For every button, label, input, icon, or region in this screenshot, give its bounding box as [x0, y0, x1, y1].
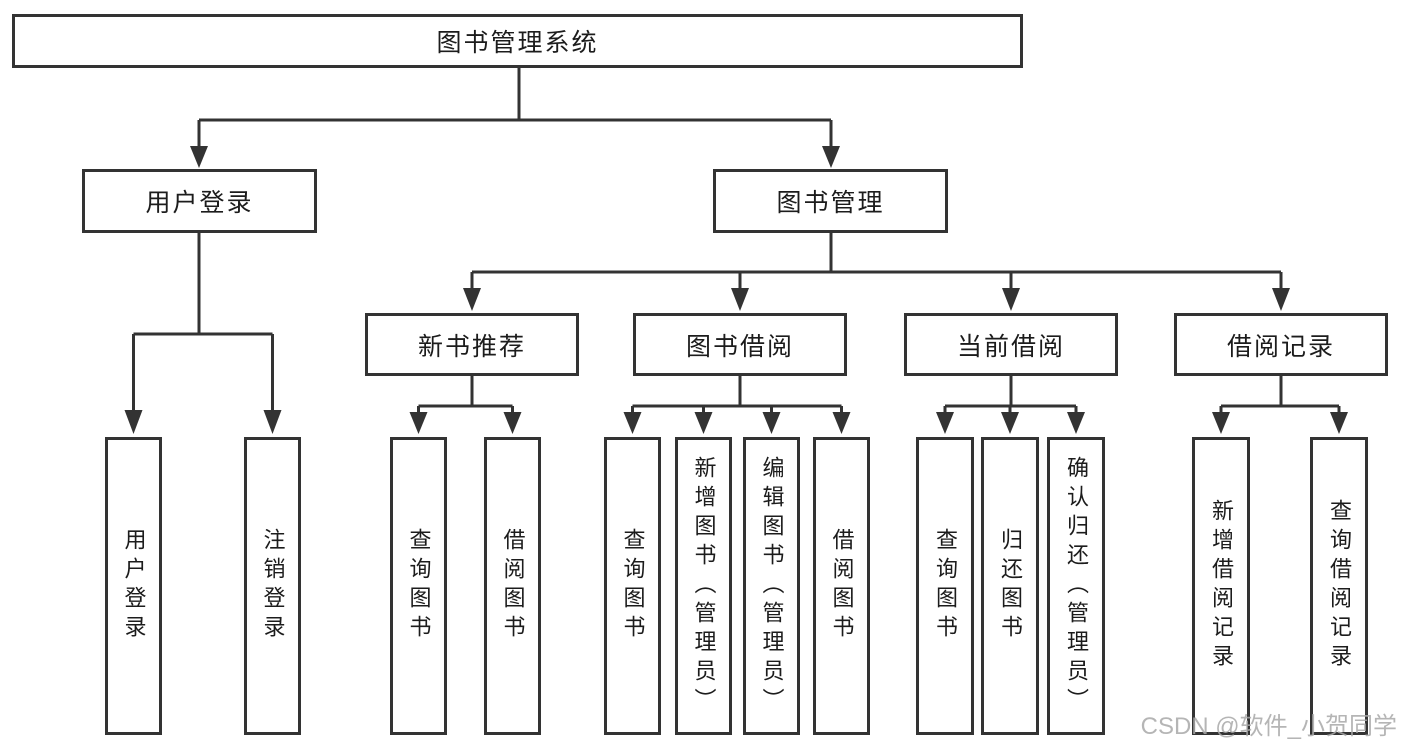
node-label: 查询图书	[620, 528, 646, 644]
leaf-add-borrow-record: 新增借阅记录	[1192, 437, 1250, 735]
node-label: 用户登录	[145, 189, 254, 217]
leaf-recommend-query-books: 查询图书	[390, 437, 447, 735]
connector-user-login-branch	[124, 233, 282, 434]
node-label: 新书推荐	[417, 332, 526, 361]
node-label: 查询借阅记录	[1327, 499, 1352, 673]
leaf-edit-books-admin: 编辑图书（管理员）	[743, 437, 800, 735]
node-borrow-records: 借阅记录	[1174, 313, 1388, 376]
leaf-confirm-return-admin: 确认归还（管理员）	[1047, 437, 1105, 735]
node-label: 当前借阅	[956, 332, 1065, 361]
node-library-management-system: 图书管理系统	[12, 14, 1023, 68]
node-label: 查询图书	[933, 528, 958, 644]
node-label: 图书管理系统	[436, 29, 599, 57]
node-label: 编辑图书（管理员）	[759, 455, 785, 717]
leaf-logout: 注销登录	[244, 437, 301, 735]
leaf-query-borrow-record: 查询借阅记录	[1310, 437, 1368, 735]
leaf-recommend-borrow-books: 借阅图书	[484, 437, 541, 735]
node-label: 借阅图书	[829, 528, 855, 644]
node-label: 归还图书	[998, 528, 1023, 644]
node-label: 新增图书（管理员）	[691, 455, 717, 717]
leaf-borrow-query-books: 查询图书	[604, 437, 661, 735]
node-user-login: 用户登录	[82, 169, 317, 233]
node-label: 图书管理	[776, 189, 885, 217]
node-label: 注销登录	[260, 528, 286, 644]
leaf-add-books-admin: 新增图书（管理员）	[675, 437, 732, 735]
node-book-borrow: 图书借阅	[633, 313, 847, 376]
node-label: 借阅记录	[1226, 332, 1335, 361]
node-label: 借阅图书	[500, 528, 526, 644]
connector-current-borrow-branch	[936, 376, 1085, 434]
node-label: 新增借阅记录	[1209, 499, 1234, 673]
node-current-borrow: 当前借阅	[904, 313, 1118, 376]
node-label: 用户登录	[121, 528, 147, 644]
connector-new-book-branch	[409, 376, 522, 434]
node-book-management: 图书管理	[713, 169, 948, 233]
node-label: 图书借阅	[685, 332, 794, 361]
leaf-return-books: 归还图书	[981, 437, 1039, 735]
leaf-borrow-books: 借阅图书	[813, 437, 870, 735]
node-label: 确认归还（管理员）	[1064, 455, 1089, 717]
connector-book-borrow-branch	[623, 376, 851, 434]
leaf-current-query-books: 查询图书	[916, 437, 974, 735]
node-label: 查询图书	[406, 528, 432, 644]
leaf-user-login: 用户登录	[105, 437, 162, 735]
node-new-book-recommend: 新书推荐	[365, 313, 579, 376]
connector-book-mgmt-branch	[463, 233, 1290, 311]
connector-root-branch	[190, 68, 840, 168]
connector-borrow-records-branch	[1212, 376, 1348, 434]
